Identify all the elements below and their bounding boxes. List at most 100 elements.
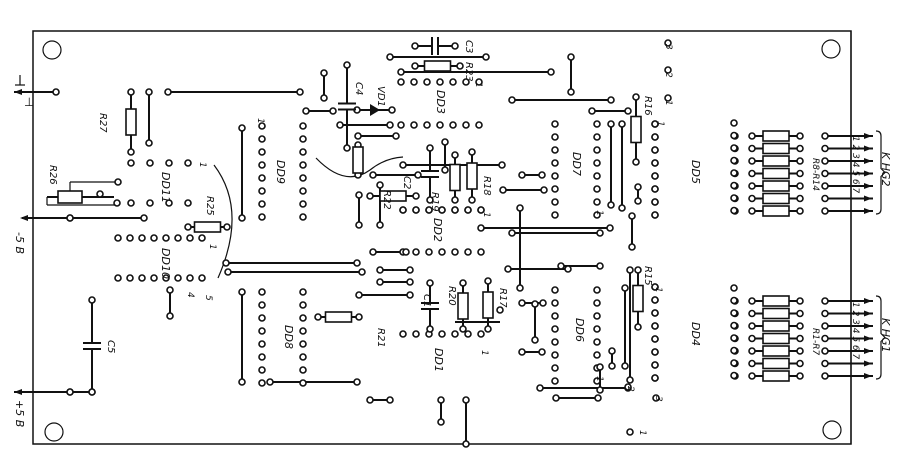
pad (436, 121, 444, 129)
pad (369, 248, 377, 256)
resistor-icon (630, 115, 642, 144)
pad (376, 221, 384, 229)
pad (399, 206, 407, 214)
resistor-icon (762, 357, 790, 370)
pad (651, 120, 659, 128)
pad (299, 301, 307, 309)
pad (730, 206, 738, 215)
pad (441, 166, 449, 174)
pad (164, 88, 172, 96)
jumper-marker-1: 1 (663, 100, 673, 106)
pad (821, 334, 829, 343)
pad (410, 121, 418, 129)
arrow-icon (864, 145, 872, 152)
mounting-hole-icon (42, 40, 62, 60)
pad (127, 88, 135, 96)
diode-icon (370, 104, 380, 116)
resistor-icon (762, 332, 790, 345)
ic-label-dd2: DD2 (431, 218, 444, 242)
arrow-icon (864, 298, 872, 304)
pad (730, 169, 738, 177)
ic-label-dd3: DD3 (434, 90, 447, 114)
pad (258, 122, 266, 130)
pad (618, 120, 626, 128)
pad (651, 335, 659, 343)
pad (412, 330, 420, 338)
pad (258, 379, 266, 387)
pin1-marker-dd1: 1 (479, 350, 489, 356)
pad (626, 376, 634, 384)
pad (437, 396, 445, 404)
label-r25: R25 (204, 196, 215, 216)
pad (386, 53, 394, 61)
pad (113, 199, 121, 207)
pad (353, 259, 361, 267)
pad (821, 322, 829, 330)
pad (66, 214, 74, 222)
resistor-icon (466, 162, 478, 190)
pad (567, 88, 575, 96)
pad (796, 309, 804, 318)
pin1-marker-dd10: 1 (207, 244, 217, 250)
pad (552, 394, 560, 402)
pad (730, 334, 738, 342)
pad (258, 366, 266, 374)
pin1-marker-dd4: 1 (653, 287, 663, 293)
arrow-icon (20, 215, 28, 221)
pad (504, 265, 512, 273)
pad (329, 107, 337, 115)
arrow-icon (864, 133, 872, 139)
jumper-marker-1b: 1 (637, 430, 647, 436)
pad (258, 340, 266, 348)
pad (796, 182, 804, 190)
resistor-icon (762, 192, 790, 205)
pad (88, 296, 96, 304)
resistor-icon (352, 146, 364, 174)
plus5v-label: +5 B (13, 400, 26, 427)
pad (426, 144, 434, 152)
resistor-icon (762, 307, 790, 320)
pad (223, 223, 231, 231)
pad (821, 347, 829, 355)
arrow-icon (864, 323, 872, 329)
label-r17: R17 (497, 288, 508, 308)
ic-label-dd1: DD1 (432, 348, 445, 372)
pad (593, 312, 601, 320)
pad (651, 283, 659, 291)
resistor-icon (762, 180, 790, 192)
pad (369, 171, 377, 179)
pad (126, 234, 134, 242)
arrow-icon (864, 183, 872, 189)
pad (441, 138, 449, 146)
pad (162, 234, 170, 242)
pad (593, 338, 601, 346)
pad (366, 396, 374, 404)
pad (628, 212, 636, 220)
pad (477, 330, 485, 338)
pad (258, 174, 266, 182)
pad (140, 214, 148, 222)
resistor-icon (762, 370, 790, 382)
pad (748, 309, 756, 318)
label-c4: C4 (353, 82, 364, 95)
pad (651, 172, 659, 180)
connector-brace-icon (875, 295, 886, 380)
pad (651, 322, 659, 330)
connector-pins-hg1: 1 2 3 4 5 6 7 (850, 302, 860, 360)
pad (184, 199, 192, 207)
pad (355, 191, 363, 199)
pad (150, 274, 158, 282)
pad (449, 78, 457, 86)
pad (626, 266, 634, 274)
pad (748, 372, 756, 380)
pad (551, 159, 559, 167)
ic-label-dd8: DD8 (282, 325, 295, 349)
pad (624, 107, 632, 115)
pad (748, 132, 756, 140)
resistor-icon (762, 345, 790, 357)
pad (437, 418, 445, 426)
pad (150, 234, 158, 242)
ic-label-dd11: DD11 (159, 172, 172, 203)
arrow-icon (864, 360, 872, 367)
pad (355, 291, 363, 299)
